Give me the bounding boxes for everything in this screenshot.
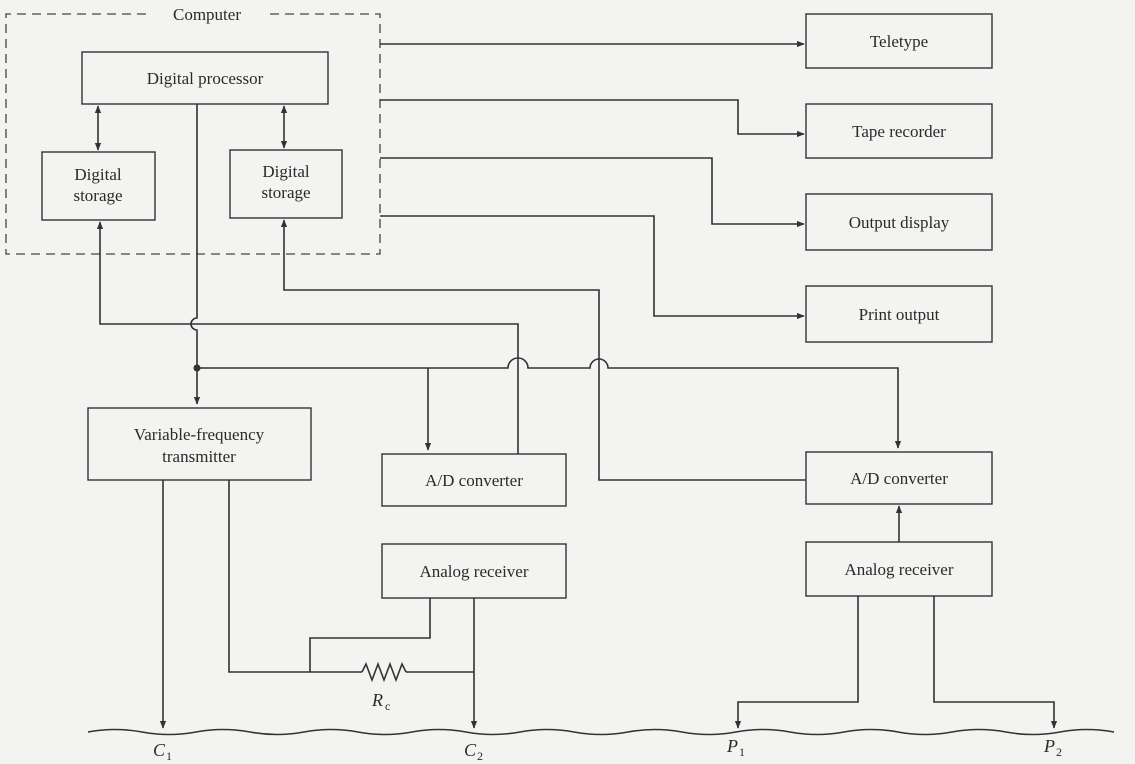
transmitter-block: Variable-frequency transmitter bbox=[87, 407, 312, 481]
ad-converter-right-label: A/D converter bbox=[850, 469, 948, 488]
ground-surface bbox=[87, 728, 1115, 736]
digital-storage-left-line2: storage bbox=[73, 186, 122, 205]
resistor-rc bbox=[361, 661, 407, 683]
output-display-block: Output display bbox=[805, 193, 993, 251]
analog-receiver-left-label: Analog receiver bbox=[419, 562, 528, 581]
electrode-p2-label: P bbox=[1043, 736, 1055, 756]
digital-storage-right-line2: storage bbox=[261, 183, 310, 202]
electrode-c1-subscript: 1 bbox=[166, 749, 172, 763]
ad-converter-right-block: A/D converter bbox=[805, 451, 993, 505]
transmitter-line1: Variable-frequency bbox=[134, 425, 265, 444]
output-display-connection bbox=[380, 157, 805, 228]
teletype-block: Teletype bbox=[805, 13, 993, 69]
computer-enclosure: Computer bbox=[5, 5, 381, 255]
print-output-label: Print output bbox=[859, 305, 940, 324]
ad-left-to-storage-left bbox=[96, 221, 519, 454]
electrode-c1-label: C bbox=[153, 740, 166, 760]
transmitter-to-rc bbox=[228, 480, 362, 673]
receiver-right-to-p2 bbox=[933, 596, 1058, 729]
print-output-block: Print output bbox=[805, 285, 993, 343]
digital-storage-right-line1: Digital bbox=[262, 162, 309, 181]
teletype-label: Teletype bbox=[870, 32, 928, 51]
digital-storage-left-line1: Digital bbox=[74, 165, 121, 184]
digital-processor-block: Digital processor bbox=[81, 51, 329, 105]
electrode-c2-label: C bbox=[464, 740, 477, 760]
analog-receiver-right-label: Analog receiver bbox=[844, 560, 953, 579]
ad-converter-left-block: A/D converter bbox=[381, 453, 567, 507]
analog-receiver-left-block: Analog receiver bbox=[381, 543, 567, 599]
electrode-p1-label: P bbox=[726, 736, 738, 756]
digital-storage-right-block: Digital storage bbox=[229, 149, 343, 219]
tape-recorder-block: Tape recorder bbox=[805, 103, 993, 159]
electrode-p1-subscript: 1 bbox=[739, 745, 745, 759]
output-display-label: Output display bbox=[849, 213, 950, 232]
ad-right-to-storage-right bbox=[280, 219, 806, 481]
transmitter-line2: transmitter bbox=[162, 447, 236, 466]
resistor-subscript: c bbox=[385, 699, 390, 713]
ad-converter-left-label: A/D converter bbox=[425, 471, 523, 490]
tape-recorder-connection bbox=[380, 99, 805, 138]
electrode-p2-subscript: 2 bbox=[1056, 745, 1062, 759]
electrode-c2-subscript: 2 bbox=[477, 749, 483, 763]
control-bus bbox=[197, 357, 902, 449]
receiver-right-to-p1 bbox=[734, 596, 859, 729]
digital-processor-label: Digital processor bbox=[147, 69, 264, 88]
computer-label: Computer bbox=[173, 5, 241, 24]
digital-storage-left-block: Digital storage bbox=[41, 151, 156, 221]
print-output-connection bbox=[380, 215, 805, 320]
resistor-label: R bbox=[371, 690, 383, 710]
analog-receiver-right-block: Analog receiver bbox=[805, 541, 993, 597]
receiver-left-sense-line bbox=[309, 598, 431, 672]
tape-recorder-label: Tape recorder bbox=[852, 122, 946, 141]
